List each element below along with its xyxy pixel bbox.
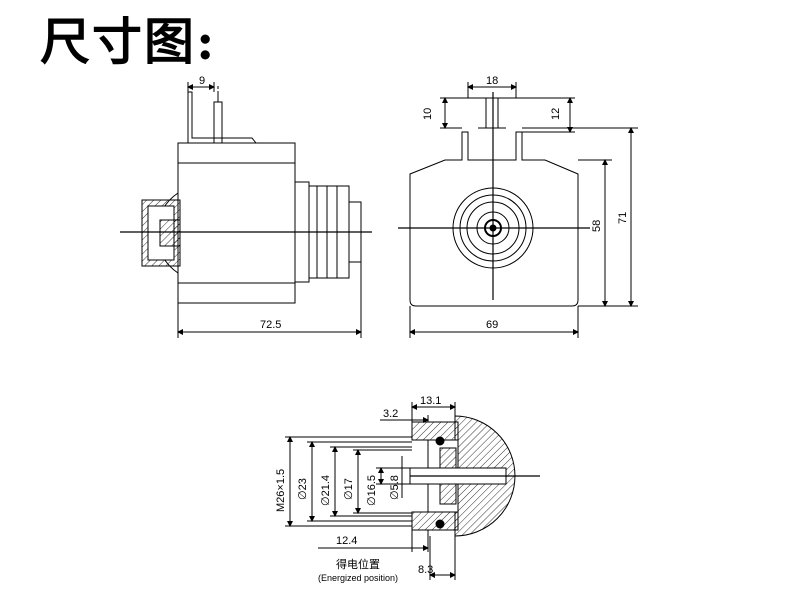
detail-view	[285, 402, 540, 580]
page-title: 尺寸图:	[40, 12, 217, 71]
dim-d17: ∅17	[343, 478, 355, 500]
dim-height-inner: 58	[591, 220, 603, 232]
dim-pin-height-left: 10	[422, 108, 434, 120]
front-view	[398, 82, 638, 338]
dim-d16-5: ∅16.5	[366, 475, 378, 506]
dim-d23: ∅23	[297, 478, 309, 500]
side-view	[120, 82, 372, 338]
dim-depth-step: 3.2	[383, 408, 398, 420]
dim-pin-offset: 9	[199, 75, 205, 87]
center-pin	[485, 97, 499, 129]
dim-length-12-4: 12.4	[336, 535, 357, 547]
dim-offset-8-3: 8.3	[418, 564, 433, 576]
dim-length: 72.5	[260, 319, 281, 331]
dim-d21-4: ∅21.4	[320, 475, 332, 506]
dim-thread: M26×1.5	[275, 469, 287, 512]
dim-pin-spacing: 18	[486, 75, 498, 87]
coil-face	[409, 131, 579, 307]
dim-width: 69	[486, 319, 498, 331]
dim-depth-total: 13.1	[420, 395, 441, 407]
dim-height-total: 71	[617, 212, 629, 224]
coil-body	[177, 142, 296, 304]
energized-label-cn: 得电位置	[336, 557, 380, 571]
dim-d5-8: ∅5.8	[389, 475, 401, 500]
energized-label-en: (Energized position)	[318, 573, 398, 583]
dim-pin-height-right: 12	[550, 108, 562, 120]
